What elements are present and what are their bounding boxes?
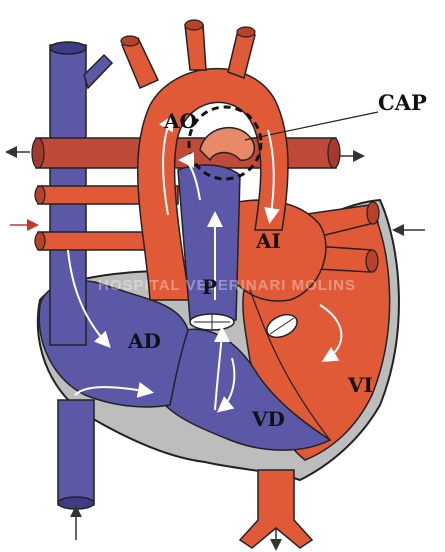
aortic-branch-3	[228, 30, 255, 78]
aortic-branch-2-opening	[185, 20, 203, 30]
aortic-branch-1-opening	[121, 36, 139, 46]
label-p: P	[202, 275, 217, 299]
pa-left-opening	[32, 138, 44, 168]
svc-opening	[50, 42, 86, 54]
aortic-branch-2	[185, 25, 206, 70]
watermark: HOSPITAL VETERINARI MOLINS	[98, 277, 356, 294]
label-vd: VD	[251, 407, 285, 431]
label-ai: AI	[255, 229, 281, 253]
svc-branch	[84, 55, 112, 88]
ivc-opening	[58, 497, 94, 509]
label-vi: VI	[347, 373, 373, 397]
label-ao: AO	[163, 109, 197, 133]
pulmonary-artery-branches	[36, 138, 336, 168]
label-ad: AD	[127, 329, 161, 353]
pa-right-opening	[328, 138, 340, 168]
label-cap: CAP	[378, 90, 427, 115]
aortic-branch-3-opening	[237, 27, 255, 37]
inferior-vena-cava	[58, 400, 94, 505]
